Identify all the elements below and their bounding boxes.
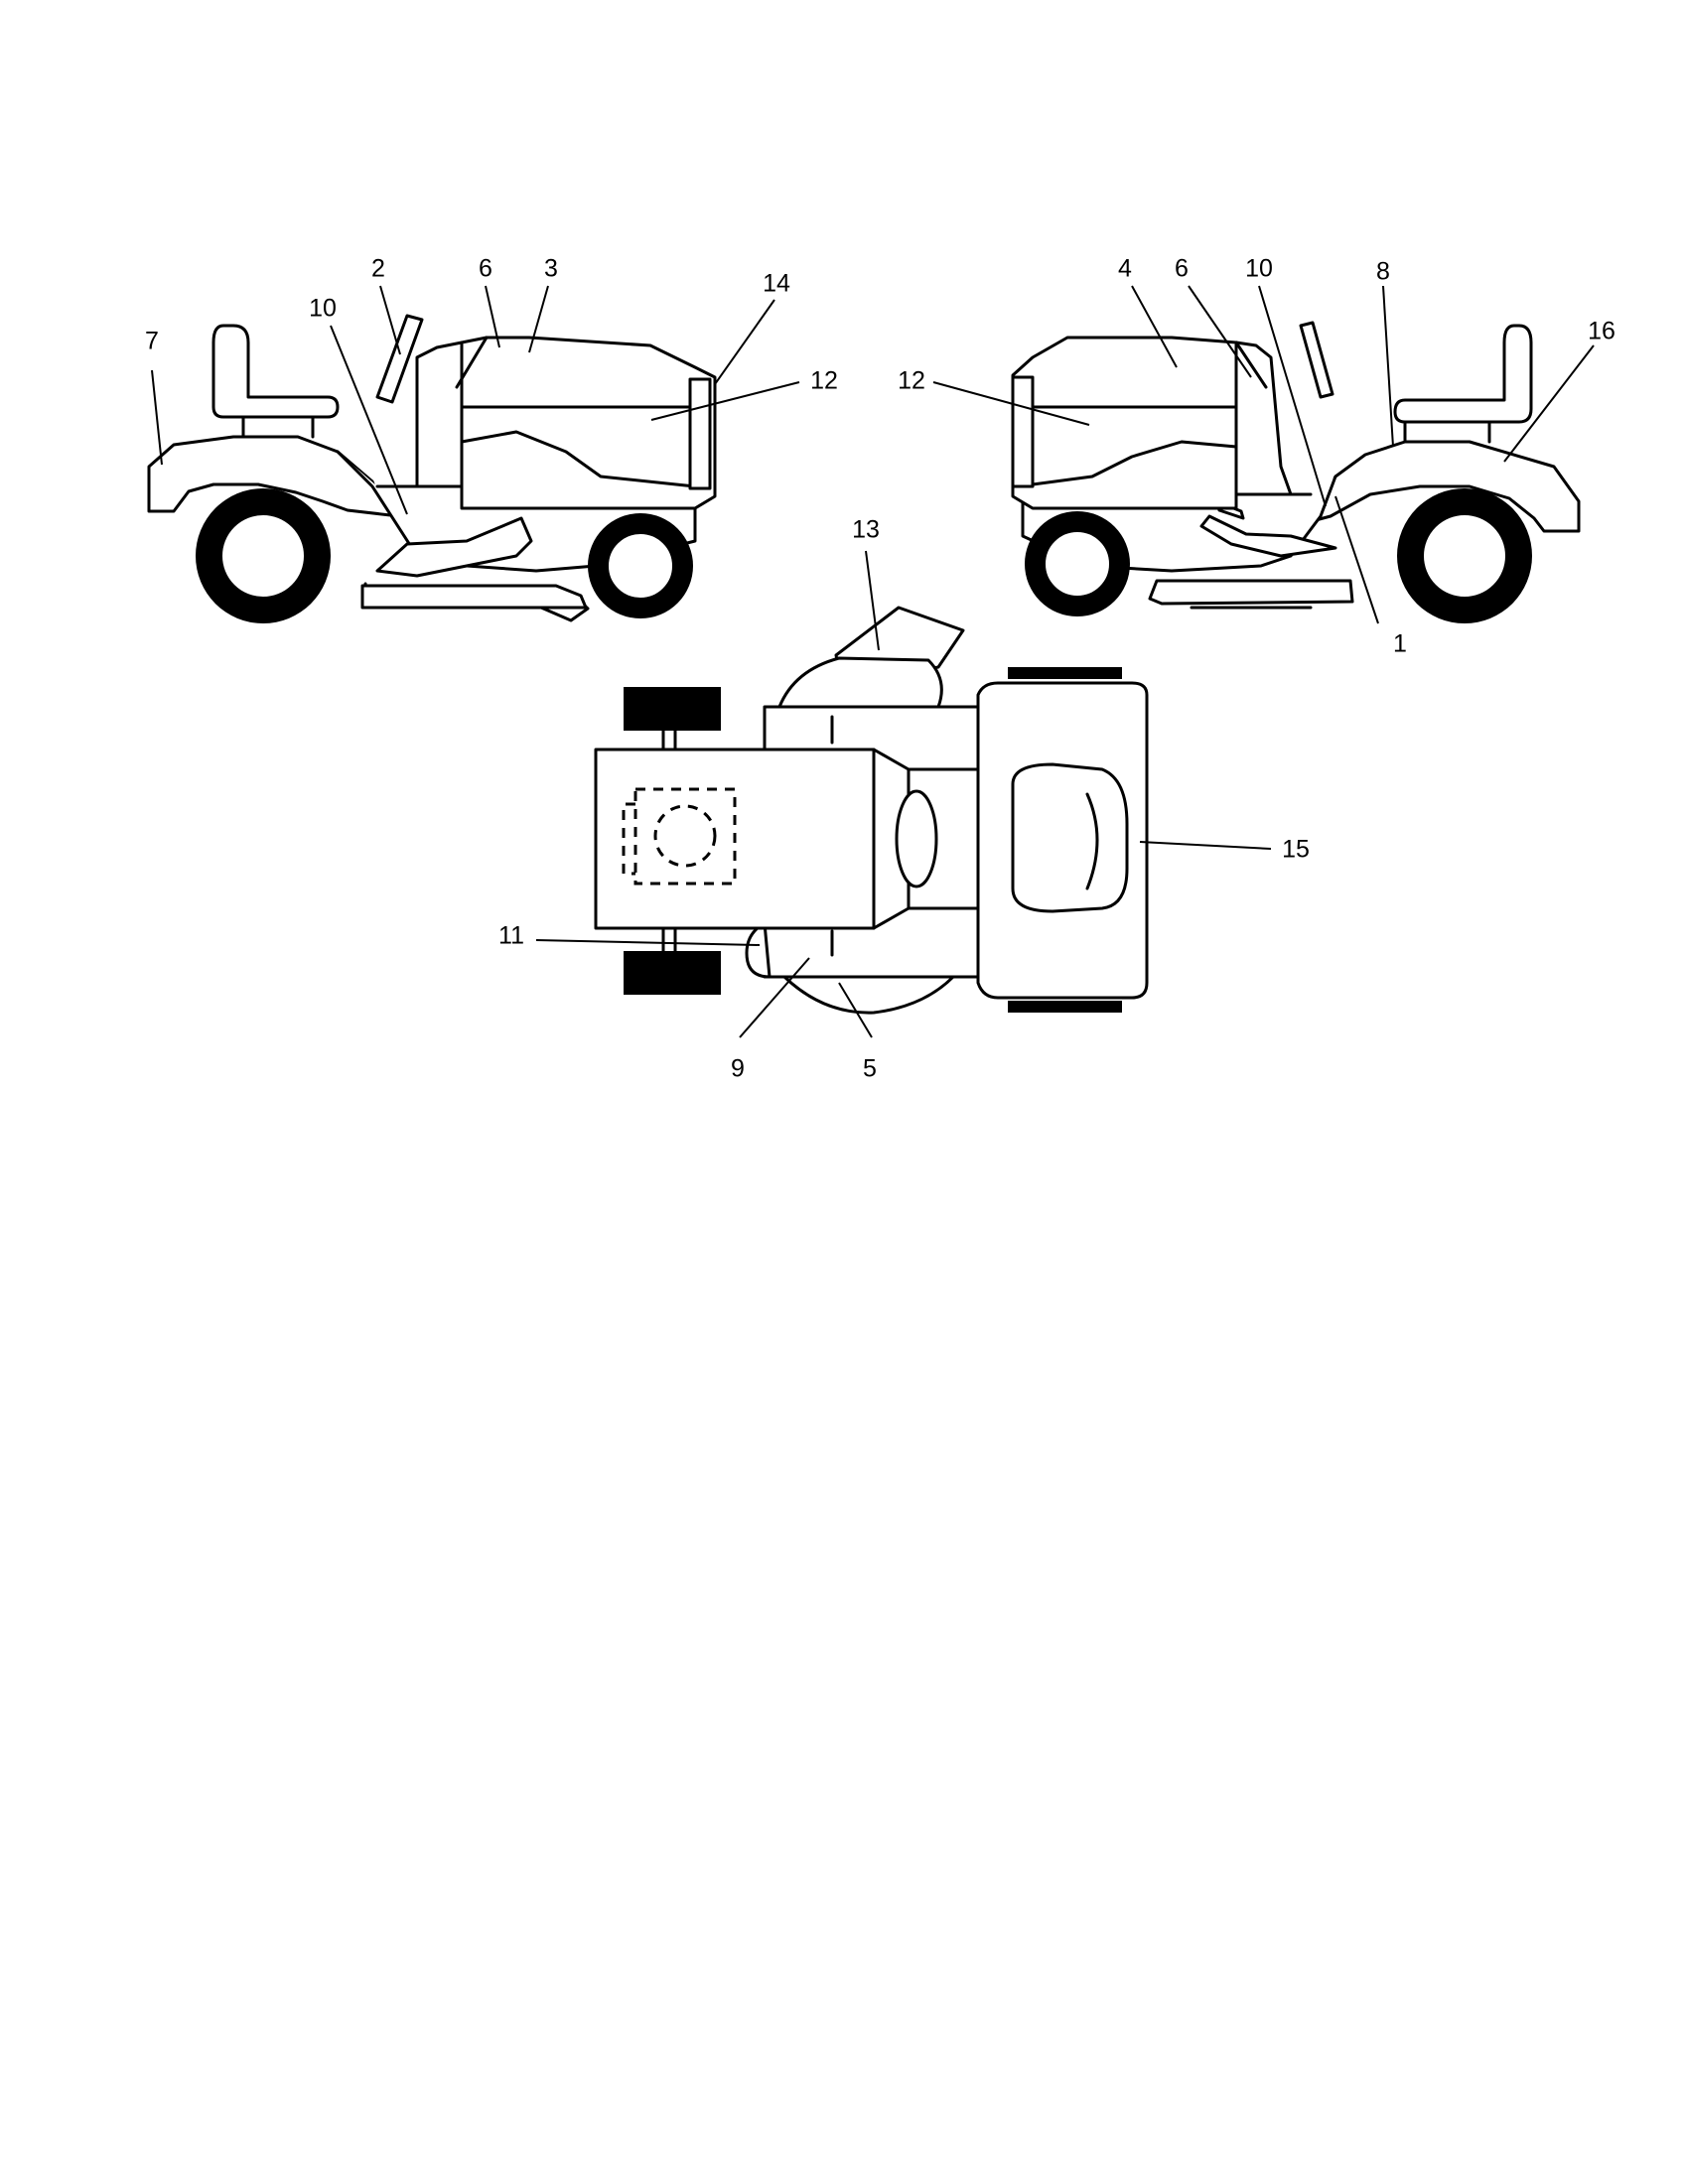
leader-6-left bbox=[485, 285, 500, 348]
front-tire-top[interactable] bbox=[624, 687, 721, 731]
callout-10: 10 bbox=[309, 295, 337, 323]
callouts-left-view: 7 10 2 6 3 14 12 bbox=[145, 255, 838, 395]
callouts-top-view: 13 15 11 9 5 bbox=[498, 516, 1310, 1083]
leader-6-right bbox=[1188, 285, 1252, 378]
leader-lines bbox=[151, 285, 1595, 1038]
seat-post bbox=[241, 415, 315, 439]
callout-10: 10 bbox=[1245, 255, 1273, 283]
callout-15: 15 bbox=[1282, 836, 1310, 864]
callout-13: 13 bbox=[852, 516, 880, 544]
leader-16-right bbox=[1503, 344, 1595, 463]
callouts-right-view: 12 4 6 10 8 16 1 bbox=[898, 255, 1615, 658]
hood-side-panel bbox=[1031, 440, 1238, 486]
callout-11: 11 bbox=[498, 922, 524, 950]
callout-7: 7 bbox=[145, 328, 159, 355]
deck-side-guard-left bbox=[745, 921, 772, 979]
seat bbox=[211, 324, 340, 419]
leader-12-right bbox=[932, 381, 1090, 426]
leader-10-left bbox=[330, 325, 408, 515]
steering-wheel bbox=[1299, 321, 1334, 399]
callout-5: 5 bbox=[863, 1055, 877, 1083]
callout-12: 12 bbox=[898, 367, 925, 395]
hood-side-panel bbox=[460, 430, 697, 488]
leader-15-top bbox=[1139, 841, 1272, 850]
engine-cylinder bbox=[653, 804, 717, 868]
leader-9-top bbox=[739, 957, 810, 1038]
discharge-chute-base bbox=[777, 656, 943, 709]
tractor-top-view bbox=[594, 606, 1149, 1015]
deck-side-guard bbox=[782, 975, 955, 1015]
steering-wheel bbox=[375, 314, 424, 404]
leader-5-top bbox=[838, 982, 873, 1038]
tractor-right-side-view bbox=[1011, 321, 1581, 623]
front-tire-bottom[interactable] bbox=[624, 951, 721, 995]
engine-outline bbox=[633, 787, 737, 886]
hood bbox=[1011, 336, 1238, 510]
rear-wheel-hub bbox=[220, 513, 306, 599]
steering-wheel-top bbox=[895, 789, 938, 888]
leader-8-right bbox=[1382, 285, 1394, 448]
leader-4-right bbox=[1131, 285, 1178, 368]
leader-13-top bbox=[865, 550, 880, 651]
tractor-left-side-view bbox=[147, 314, 717, 623]
callout-6: 6 bbox=[1175, 255, 1189, 283]
seat-post bbox=[1403, 420, 1491, 444]
seat-top bbox=[1011, 762, 1129, 913]
hood bbox=[460, 336, 717, 510]
callout-8: 8 bbox=[1376, 258, 1390, 286]
leader-11-top bbox=[535, 939, 761, 946]
front-wheel-hub bbox=[1044, 530, 1111, 598]
leader-14-left bbox=[714, 299, 775, 385]
seat-backrest bbox=[1085, 792, 1099, 890]
rear-tire-bottom[interactable] bbox=[1008, 1001, 1122, 1013]
callout-1: 1 bbox=[1393, 630, 1407, 658]
grille bbox=[1011, 375, 1035, 488]
callout-9: 9 bbox=[731, 1055, 745, 1083]
callout-14: 14 bbox=[763, 270, 790, 298]
seat bbox=[1393, 324, 1533, 424]
grille bbox=[688, 377, 712, 490]
footrest bbox=[1199, 514, 1337, 558]
footrest bbox=[375, 516, 533, 578]
front-axle bbox=[661, 728, 677, 953]
steering-column bbox=[415, 341, 464, 488]
callout-3: 3 bbox=[544, 255, 558, 283]
leader-3-left bbox=[528, 285, 549, 353]
callout-4: 4 bbox=[1118, 255, 1132, 283]
hood-crease bbox=[1234, 341, 1268, 389]
leader-10-right bbox=[1258, 285, 1327, 507]
callout-2: 2 bbox=[371, 255, 385, 283]
mower-deck-body bbox=[360, 584, 588, 610]
leader-2-left bbox=[379, 285, 401, 355]
leader-12-left bbox=[650, 381, 800, 421]
mower-deck bbox=[1148, 579, 1354, 606]
callout-16: 16 bbox=[1588, 318, 1615, 345]
hood-crease bbox=[455, 336, 489, 389]
engine-bracket bbox=[622, 802, 635, 876]
leader-1-right bbox=[1334, 495, 1379, 624]
leader-7-left bbox=[151, 369, 163, 466]
rear-tire-top[interactable] bbox=[1008, 667, 1122, 679]
front-wheel-hub bbox=[607, 532, 674, 600]
rear-wheel-hub bbox=[1422, 513, 1507, 599]
callout-6: 6 bbox=[479, 255, 492, 283]
callout-12: 12 bbox=[810, 367, 838, 395]
